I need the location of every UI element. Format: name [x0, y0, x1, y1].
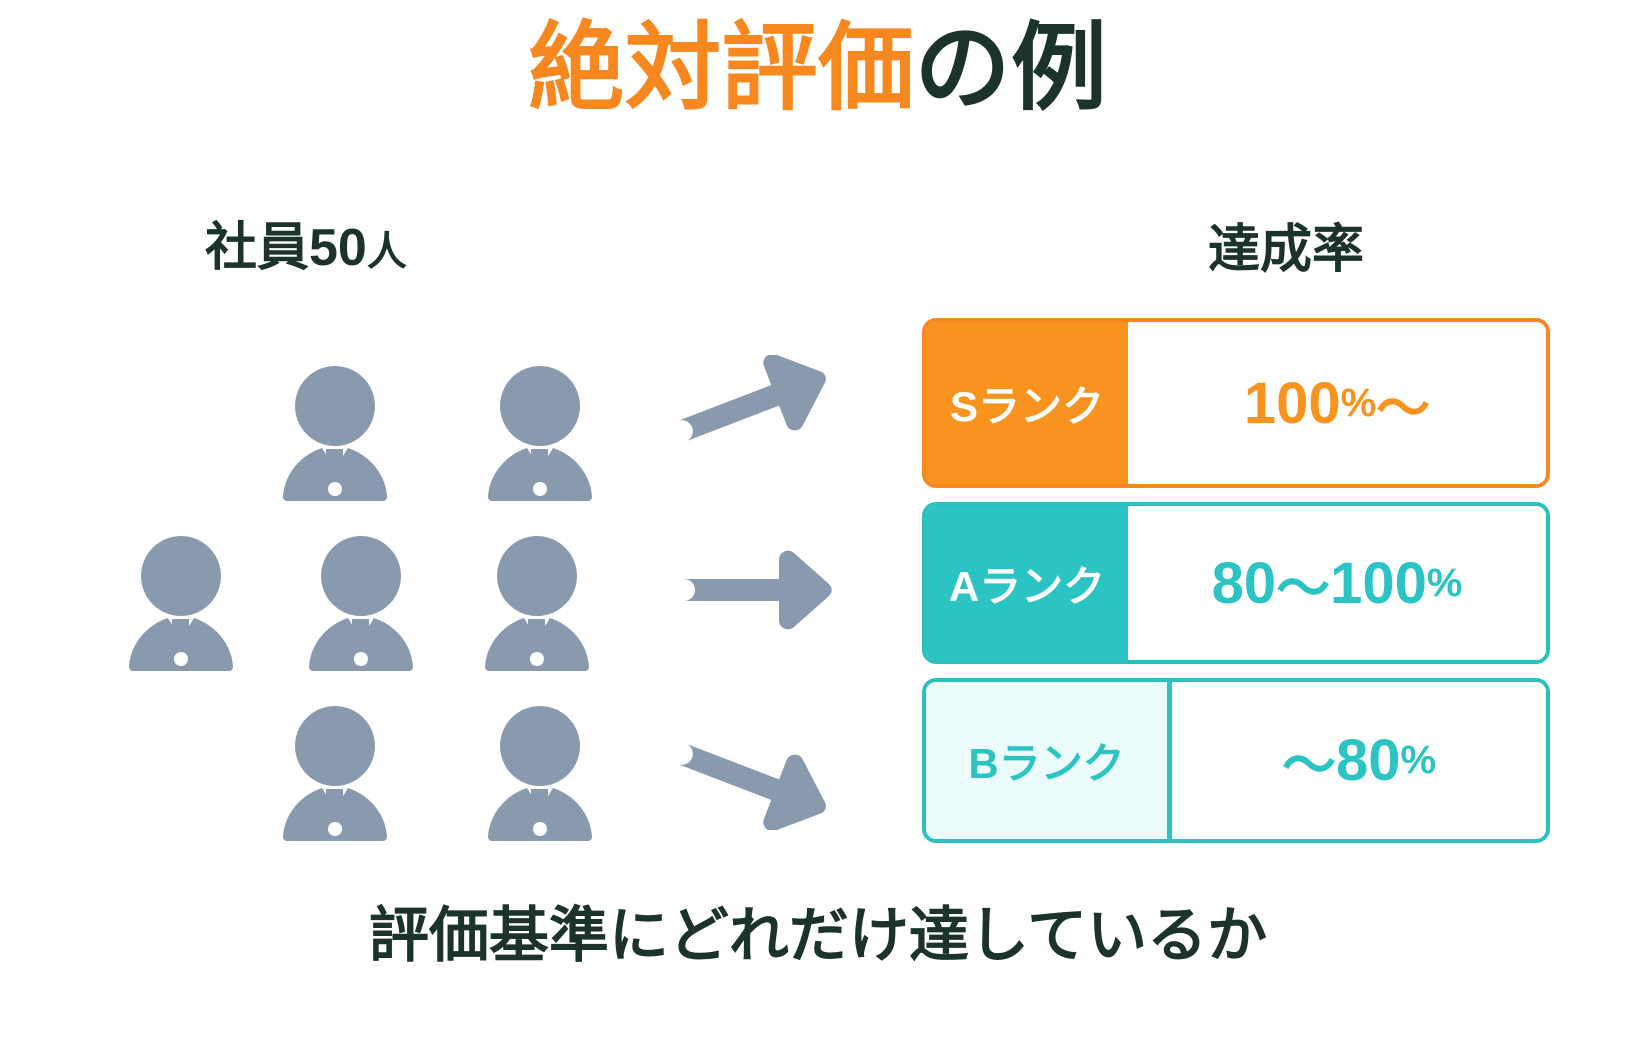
person-icon-glyph: [485, 536, 589, 671]
page-title: 絶対評価の例: [0, 14, 1636, 124]
rank-table: Sランク 100%〜 Aランク 80〜100% Bランク 〜80%: [922, 318, 1550, 857]
arrow-to-s-rank: [665, 355, 835, 455]
rank-value-tilde: 〜: [1281, 736, 1336, 796]
person-icon: [280, 363, 390, 503]
rank-value-lower: 80: [1211, 550, 1277, 616]
person-icon-glyph: [309, 536, 413, 671]
person-icon: [485, 363, 595, 503]
rank-value-percent: %: [1400, 738, 1437, 782]
person-icon-glyph: [283, 366, 387, 501]
rank-value-number: 80: [1335, 728, 1401, 793]
title-accent-text: 絶対評価: [528, 15, 915, 122]
staff-count-unit: 人: [366, 230, 407, 274]
rank-value-tilde: 〜: [1276, 558, 1331, 619]
bottom-caption: 評価基準にどれだけ達しているか: [368, 902, 1268, 969]
person-icon-glyph: [129, 536, 233, 671]
person-icon: [482, 533, 592, 673]
arrow-to-b-rank: [665, 730, 835, 830]
rank-value-percent: %: [1340, 380, 1377, 425]
rank-label-s: Sランク: [926, 322, 1128, 484]
rank-value-s: 100%〜: [1128, 322, 1546, 484]
achievement-rate-heading: 達成率: [1208, 221, 1365, 279]
arrow-to-a-rank: [672, 545, 837, 635]
rank-row: Aランク 80〜100%: [922, 502, 1550, 664]
rank-value-tilde: 〜: [1376, 378, 1431, 439]
staff-count-heading: 社員50人: [205, 222, 407, 274]
rank-row: Bランク 〜80%: [922, 678, 1550, 843]
person-icon: [485, 703, 595, 843]
rank-value-number: 100: [1243, 370, 1341, 436]
arrow-up-right-icon: [677, 355, 826, 442]
rank-value-number: 100: [1330, 550, 1427, 616]
rank-value-percent: %: [1426, 560, 1463, 605]
person-icon: [306, 533, 416, 673]
rank-row: Sランク 100%〜: [922, 318, 1550, 488]
person-icon-glyph: [488, 706, 592, 841]
arrow-down-right-icon: [677, 743, 826, 830]
employee-icon-grid: [110, 345, 600, 845]
title-rest-text: の例: [914, 15, 1108, 122]
staff-count-label: 社員50: [205, 219, 367, 277]
rank-label-a: Aランク: [926, 506, 1128, 660]
person-icon: [280, 703, 390, 843]
rank-label-b: Bランク: [926, 682, 1172, 839]
person-icon: [126, 533, 236, 673]
arrow-right-icon: [684, 550, 832, 630]
rank-value-a: 80〜100%: [1128, 506, 1546, 660]
person-icon-glyph: [488, 366, 592, 501]
rank-value-b: 〜80%: [1172, 682, 1546, 839]
person-icon-glyph: [283, 706, 387, 841]
